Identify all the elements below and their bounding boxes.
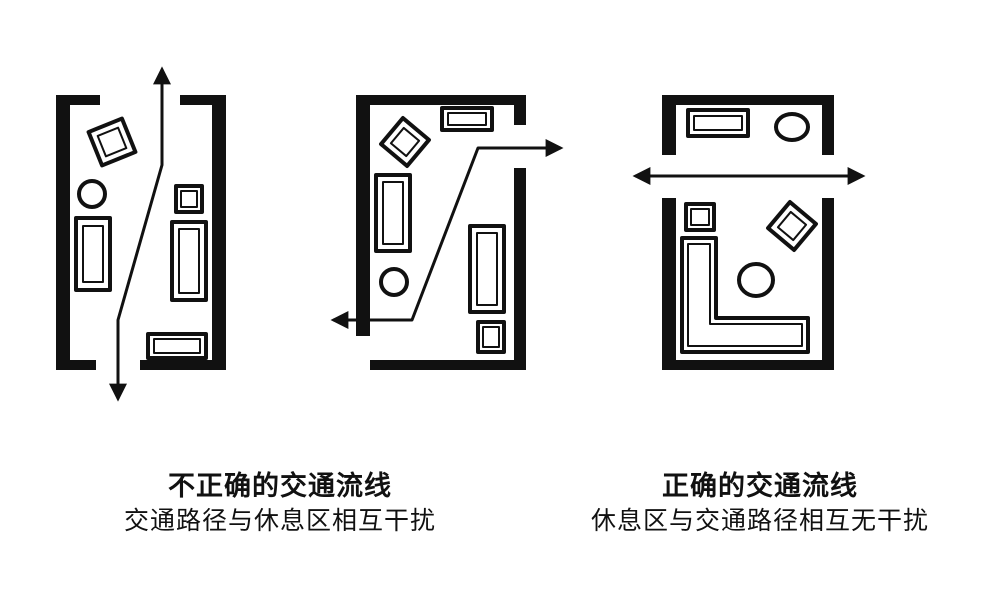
caption-incorrect-title: 不正确的交通流线 (168, 471, 392, 502)
small-chair (684, 202, 716, 232)
caption-correct-subtitle: 休息区与交通路径相互无干扰 (590, 506, 929, 535)
small-chair (174, 184, 204, 214)
side-table (77, 179, 107, 209)
plan-correct (632, 95, 866, 370)
sofa (146, 332, 208, 360)
caption-incorrect: 不正确的交通流线 交通路径与休息区相互干扰 (70, 470, 490, 538)
plan-incorrect-z (330, 95, 564, 370)
traffic-arrow (109, 66, 171, 402)
sectional-sofa (680, 236, 810, 354)
room-walls (56, 95, 226, 370)
sofa (686, 108, 750, 138)
sofa (74, 216, 112, 292)
furniture (374, 106, 506, 354)
caption-correct-title: 正确的交通流线 (662, 471, 858, 502)
furniture (680, 108, 818, 354)
room-walls (662, 95, 834, 370)
caption-incorrect-subtitle: 交通路径与休息区相互干扰 (123, 506, 436, 535)
sofa (440, 106, 494, 132)
traffic-arrow (330, 139, 564, 329)
side-table (774, 112, 810, 142)
coffee-table (737, 262, 775, 298)
armchair (86, 116, 138, 168)
caption-correct: 正确的交通流线 休息区与交通路径相互无干扰 (540, 470, 980, 538)
armchair (379, 116, 431, 168)
sofa (374, 173, 412, 253)
side-table (379, 267, 409, 297)
sofa (468, 224, 506, 314)
plan-incorrect (56, 66, 226, 402)
small-chair (476, 320, 506, 354)
room-walls (356, 95, 526, 370)
armchair (766, 200, 818, 252)
sofa (170, 220, 208, 302)
